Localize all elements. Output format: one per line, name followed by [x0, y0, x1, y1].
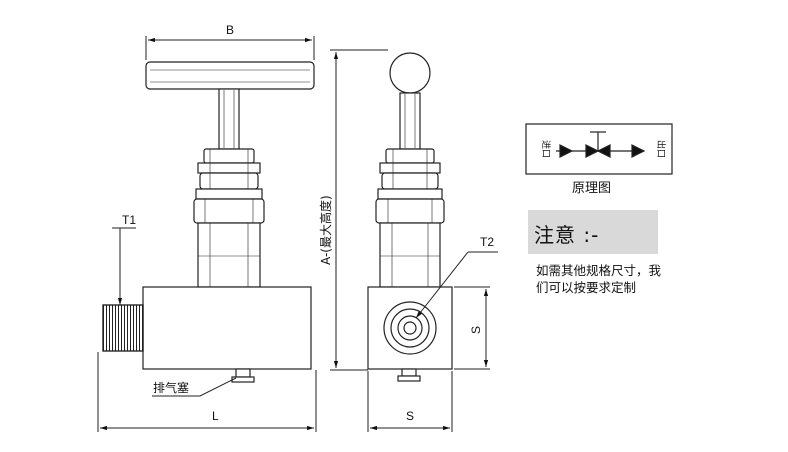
- label-t2: T2: [480, 235, 494, 249]
- principle-caption: 原理图: [572, 181, 612, 196]
- note-line-1: 如需其他规格尺寸，我: [536, 263, 662, 278]
- principle-outlet: 出口: [655, 140, 667, 158]
- stem: [218, 88, 240, 150]
- note-text: 如需其他规格尺寸，我 们可以按要求定制: [536, 262, 726, 296]
- side-stem: [399, 92, 421, 150]
- label-s-side: S: [469, 326, 483, 334]
- handle-bar: [145, 61, 315, 90]
- valve-body: [142, 286, 312, 370]
- label-l: L: [212, 409, 219, 423]
- note-line-2: 们可以按要求定制: [536, 280, 637, 295]
- note-title: 注意 :-: [534, 223, 600, 247]
- bleed-plug: [235, 368, 251, 378]
- label-s-bottom: S: [406, 409, 414, 423]
- front-view: [102, 61, 315, 383]
- label-t1: T1: [122, 213, 136, 227]
- packing-nut: [203, 148, 255, 164]
- note-box: [528, 210, 658, 254]
- label-bleed-plug: 排气塞: [153, 380, 189, 395]
- label-b: B: [226, 23, 234, 37]
- label-a: A-(最大高度): [318, 195, 333, 265]
- principle-inlet: 进口: [540, 140, 551, 158]
- bonnet: [195, 188, 263, 200]
- principle-diagram: [525, 123, 673, 175]
- handle-end: [389, 52, 431, 94]
- side-view: [367, 52, 453, 382]
- threaded-port-t1: [102, 304, 144, 352]
